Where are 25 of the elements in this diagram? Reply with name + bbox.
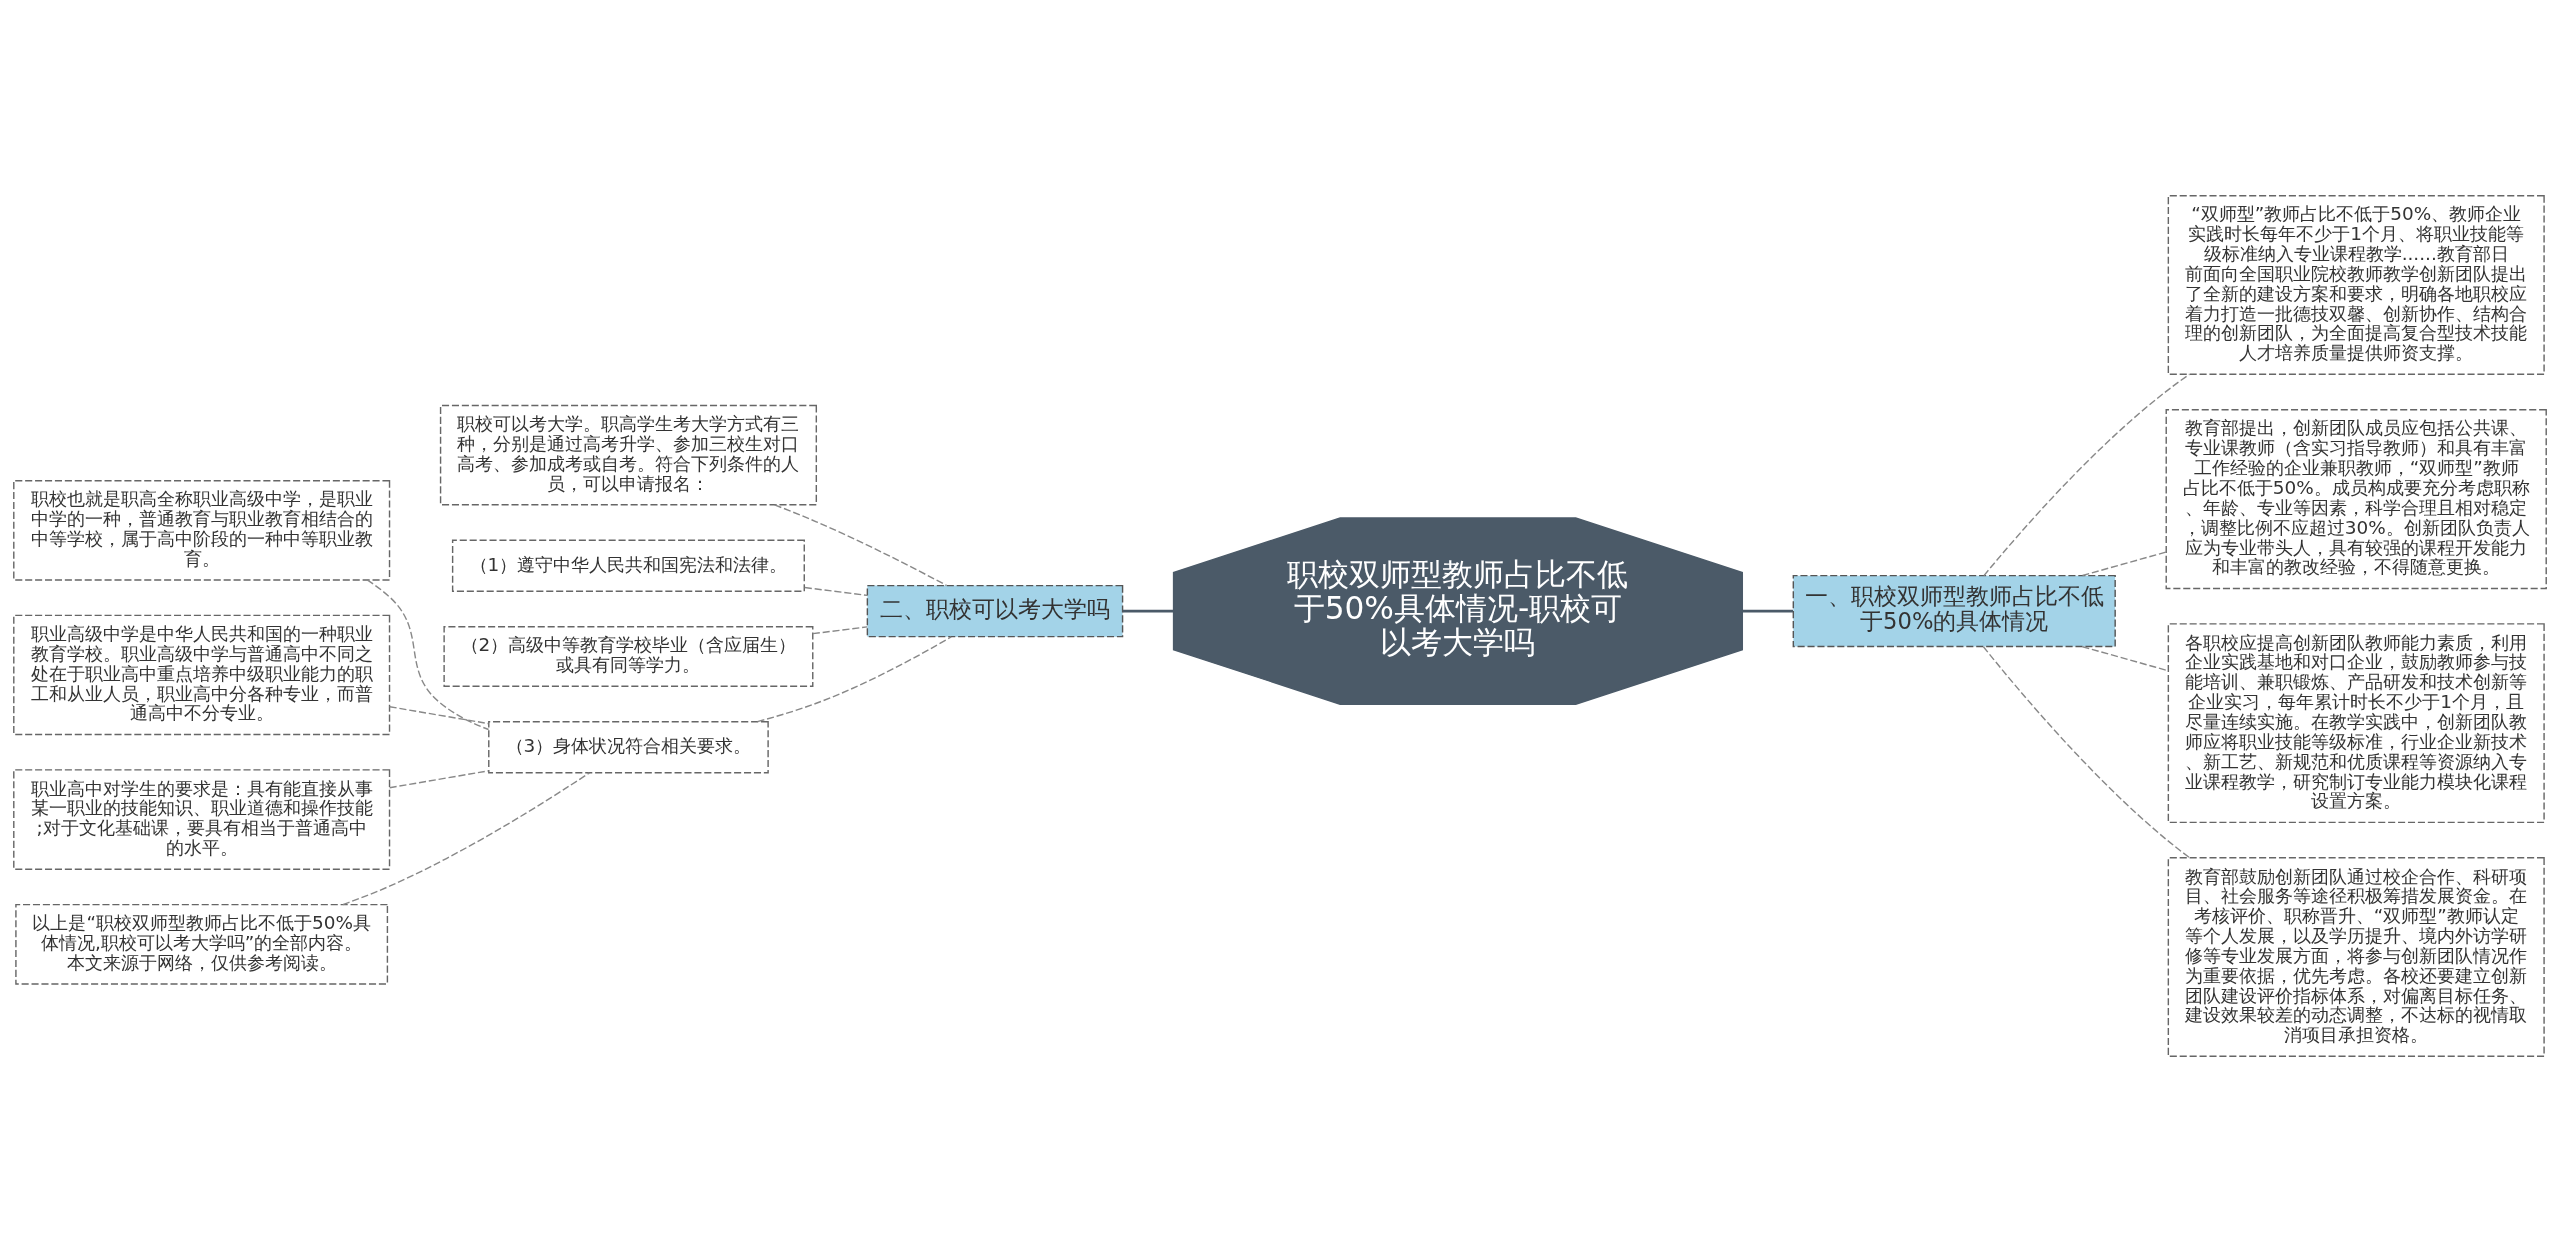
connector <box>1122 609 1174 613</box>
node-box: （2）高级中等教育学校毕业（含应届生）或具有同等学力。 <box>443 625 814 687</box>
node-box: 以上是“职校双师型教师占比不低于50%具体情况,职校可以考大学吗”的全部内容。本文来源于网络，仅供参考阅读。 <box>15 903 389 985</box>
connector <box>366 578 490 730</box>
connector <box>2081 645 2169 671</box>
connector <box>388 769 489 788</box>
connector <box>804 586 869 596</box>
connector <box>756 635 952 722</box>
node-box: 职校也就是职高全称职业高级中学，是职业中学的一种，普通教育与职业教育相结合的中等学校，属于高中阶段的一种中等职业教育。 <box>13 479 391 581</box>
node-box: “双师型”教师占比不低于50%、教师企业实践时长每年不少于1个月、将职业技能等级标准纳入专业课程教学......教育部日前面向全国职业院校教师教学创新团队提出了全新的建设方案和要求，明确各地职校应着力打造一批德技双馨、创新协作、结构合理的创新团队，为全面提高复合型技术技能人才培养质量提供师资支撑。 <box>2167 194 2545 375</box>
node-box: 教育部提出，创新团队成员应包括公共课、专业课教师（含实习指导教师）和具有丰富工作经验的企业兼职教师，“双师型”教师占比不低于50%。成员构成要充分考虑职称、年龄、专业等因素，科学合理且相对稳定，调整比例不应超过30%。创新团队负责人应为专业带头人，具有较强的课程开发能力和丰富的教改经验，不得随意更换。 <box>2165 408 2547 589</box>
node-box: 各职校应提高创新团队教师能力素质，利用企业实践基地和对口企业，鼓励教师参与技能培训、兼职锻炼、产品研发和技术创新等企业实习，每年累计时长不少于1个月，且尽量连续实施。在教学实践中，创新团队教师应将职业技能等级标准，行业企业新技术、新工艺、新规范和优质课程等资源纳入专业课程教学，研究制订专业能力模块化课程设置方案。 <box>2167 622 2545 823</box>
node-box: 教育部鼓励创新团队通过校企合作、科研项目、社会服务等途径积极筹措发展资金。在考核评价、职称晋升、“双师型”教师认定等个人发展，以及学历提升、境内外访学研修等专业发展方面，将参与创新团队情况作为重要依据，优先考虑。各校还要建立创新团队建设评价指标体系，对偏离目标任务、建设效果较差的动态调整，不达标的视情取消项目承担资格。 <box>2167 856 2545 1057</box>
connector <box>388 705 489 724</box>
node-box: （3）身体状况符合相关要求。 <box>488 720 769 773</box>
node-box: （1）遵守中华人民共和国宪法和法律。 <box>451 539 805 592</box>
connector <box>1982 645 2191 858</box>
node-box: 一、职校双师型教师占比不低于50%的具体情况 <box>1792 574 2116 647</box>
connector <box>2081 550 2167 576</box>
node-box: 职业高级中学是中华人民共和国的一种职业教育学校。职业高级中学与普通高中不同之处在于职业高中重点培养中级职业能力的职工和从业人员，职业高中分各种专业，而普通高中不分专业。 <box>13 614 391 735</box>
connector <box>812 625 868 634</box>
node-box: 职业高中对学生的要求是：具有能直接从事某一职业的技能知识、职业道德和操作技能;对于文化基础课，要具有相当于普通高中的水平。 <box>13 768 391 870</box>
node-box: 二、职校可以考大学吗 <box>866 584 1124 637</box>
connector <box>1742 609 1794 613</box>
node-box: 职校可以考大学。职高学生考大学方式有三种，分别是通过高考升学、参加三校生对口高考、参加成考或自考。符合下列条件的人员，可以申请报名： <box>439 404 818 505</box>
